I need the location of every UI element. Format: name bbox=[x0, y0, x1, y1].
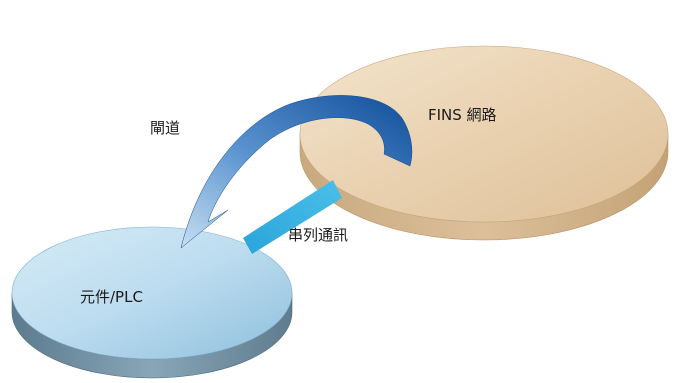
device-plc-label: 元件/PLC bbox=[80, 288, 143, 306]
device-plc-disk bbox=[11, 226, 293, 379]
fins-network-disk bbox=[299, 45, 669, 241]
serial-comm-label: 串列通訊 bbox=[288, 226, 349, 244]
plc-disk-top bbox=[11, 226, 293, 360]
gateway-label: 閘道 bbox=[150, 119, 181, 137]
gateway-arrow bbox=[180, 95, 413, 249]
serial-comm-arrow bbox=[243, 180, 342, 254]
fins-network-label: FINS 網路 bbox=[428, 106, 497, 124]
fins-disk-top bbox=[299, 45, 669, 223]
